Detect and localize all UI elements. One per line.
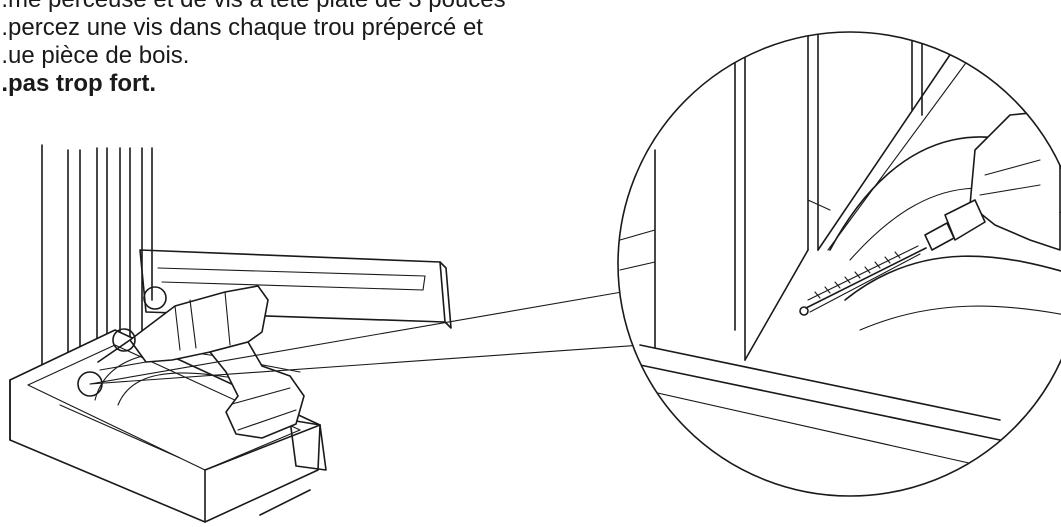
back-rail bbox=[139, 249, 452, 329]
instruction-warning: ...pas trop fort. bbox=[0, 70, 156, 97]
instruction-line-1: ...me perceuse et de vis à tête plate de… bbox=[0, 0, 608, 14]
callout-circle-top bbox=[143, 286, 167, 310]
callout-circles bbox=[77, 286, 167, 397]
detail-circle-border bbox=[617, 31, 1061, 497]
instruction-text-block: ...me perceuse et de vis à tête plate de… bbox=[0, 0, 608, 98]
callout-circle-middle bbox=[112, 328, 136, 352]
instruction-line-3: ...ue pièce de bois. bbox=[0, 42, 190, 69]
callout-circle-bottom bbox=[77, 371, 103, 397]
frame-corner-assembly bbox=[9, 144, 643, 523]
instruction-line-2: ...percez une vis dans chaque trou prépe… bbox=[0, 14, 483, 41]
magnified-detail-view bbox=[617, 31, 1061, 497]
power-drill bbox=[97, 285, 305, 439]
front-block-end bbox=[259, 419, 327, 516]
leader-lines bbox=[89, 291, 643, 385]
